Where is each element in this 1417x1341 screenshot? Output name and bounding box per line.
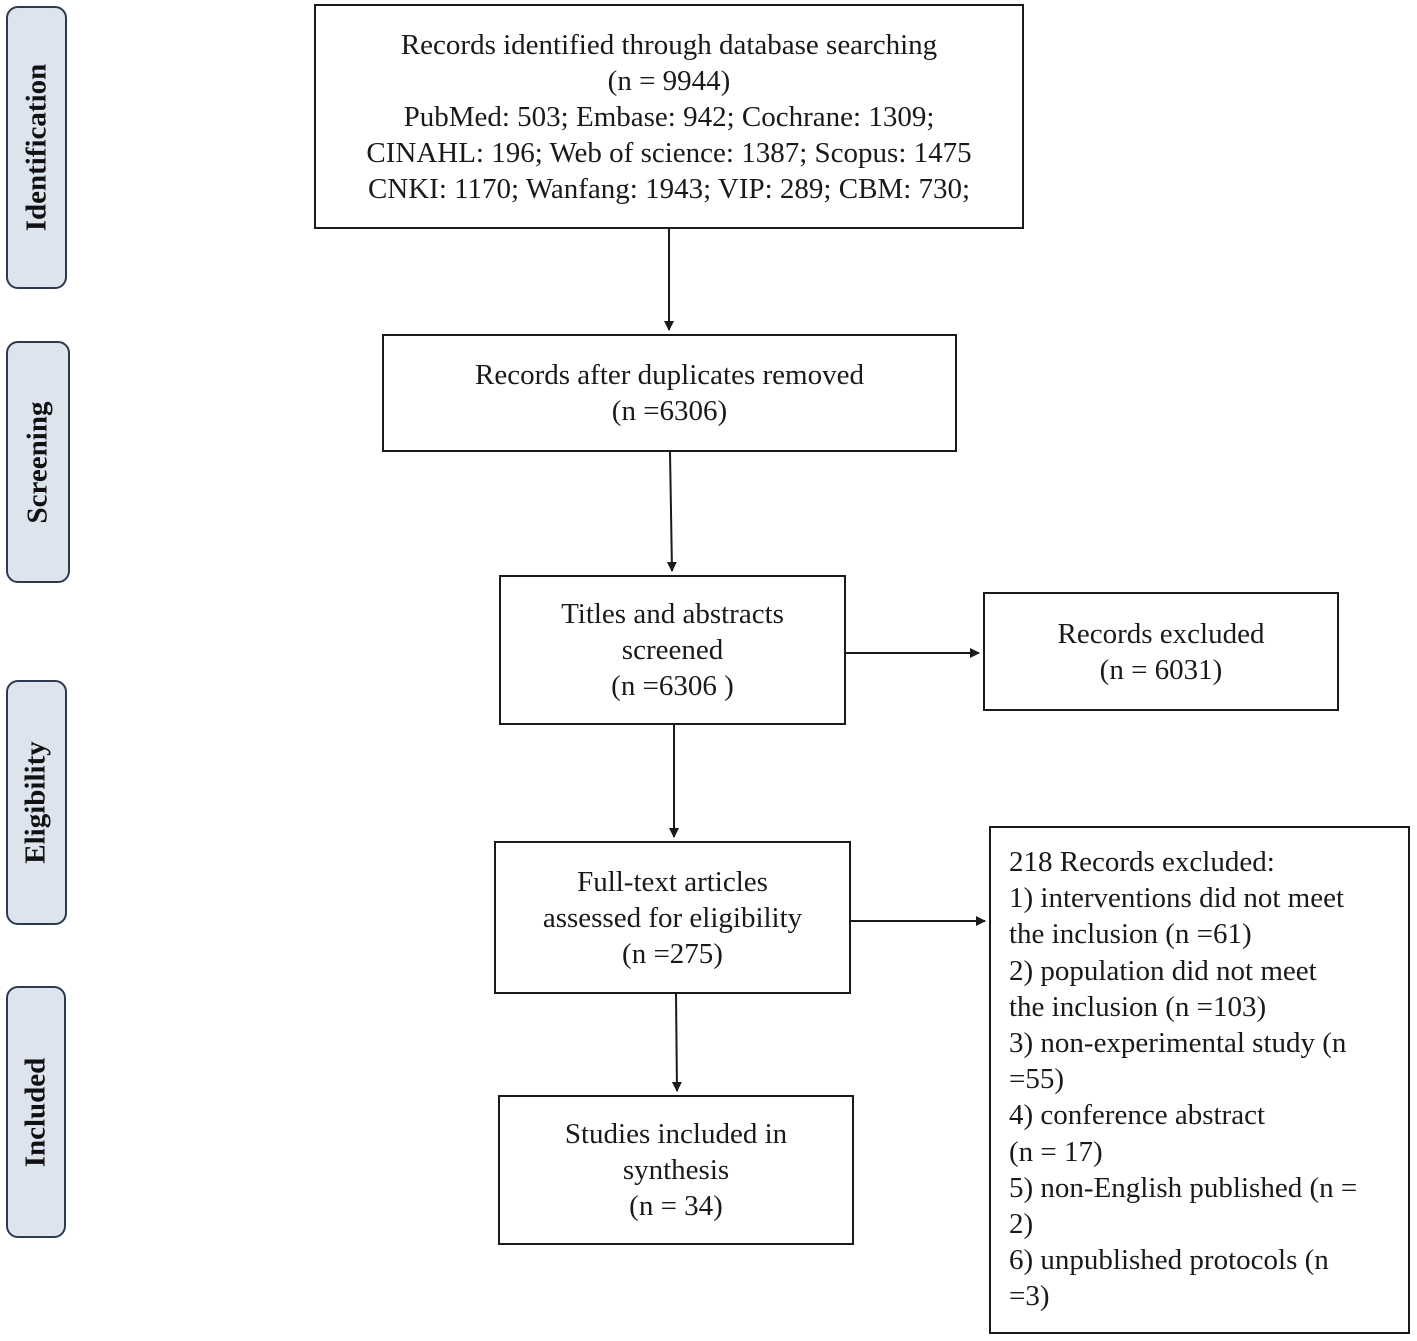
fulltext-excluded-line-5: the inclusion (n =103) (1009, 990, 1267, 1023)
included-studies-line-3: (n = 34) (629, 1190, 723, 1222)
fulltext-excluded-line-12: 6) unpublished protocols (n (1009, 1244, 1329, 1277)
fulltext-excluded-line-7: =55) (1009, 1063, 1065, 1096)
fulltext-excluded-line-8: 4) conference abstract (1009, 1099, 1266, 1132)
full-text-line-2: assessed for eligibility (542, 901, 803, 934)
phase-screening: Screening (6, 341, 70, 583)
fulltext-excluded-line-9: (n = 17) (1009, 1135, 1103, 1168)
included-studies-line-2: synthesis (622, 1154, 730, 1186)
identified-line-4: CINAHL: 196; Web of science: 1387; Scopu… (366, 136, 972, 169)
full-text-box: Full-text articles assessed for eligibil… (494, 841, 851, 994)
titles-screened-line-3: (n =6306 ) (611, 670, 734, 702)
identified-records-box: Records identified through database sear… (314, 4, 1024, 229)
included-studies-box: Studies included in synthesis (n = 34) (498, 1095, 854, 1245)
fulltext-excluded-line-10: 5) non-English published (n = (1009, 1171, 1358, 1204)
phase-eligibility: Eligibility (6, 680, 67, 925)
fulltext-excluded-line-13: =3) (1009, 1280, 1050, 1313)
titles-screened-line-2: screened (621, 634, 724, 666)
full-text-line-1: Full-text articles (577, 865, 768, 898)
phase-included: Included (6, 986, 66, 1238)
identified-line-3: PubMed: 503; Embase: 942; Cochrane: 1309… (403, 100, 935, 133)
identified-line-1: Records identified through database sear… (400, 28, 938, 61)
fulltext-excluded-line-6: 3) non-experimental study (n (1009, 1027, 1347, 1060)
records-excluded-line-1: Records excluded (1057, 617, 1265, 650)
arrow-duplicates-to-screened (666, 451, 677, 572)
identified-line-5: CNKI: 1170; Wanfang: 1943; VIP: 289; CBM… (367, 172, 971, 205)
fulltext-excluded-line-4: 2) population did not meet (1009, 954, 1317, 987)
fulltext-excluded-box: 218 Records excluded: 1) interventions d… (989, 826, 1410, 1334)
identified-line-2: (n = 9944) (607, 64, 731, 97)
records-excluded-line-2: (n = 6031) (1099, 653, 1223, 686)
fulltext-excluded-line-1: 218 Records excluded: (1009, 846, 1275, 878)
records-excluded-box: Records excluded (n = 6031) (983, 592, 1339, 711)
after-duplicates-line-2: (n =6306) (611, 395, 728, 427)
included-studies-line-1: Studies included in (564, 1118, 788, 1150)
arrow-fulltext-to-included (671, 993, 682, 1092)
phase-identification: Identification (6, 6, 67, 289)
after-duplicates-line-1: Records after duplicates removed (475, 359, 864, 391)
full-text-line-3: (n =275) (622, 937, 723, 970)
titles-screened-line-1: Titles and abstracts (561, 598, 784, 630)
fulltext-excluded-line-2: 1) interventions did not meet (1009, 882, 1345, 915)
after-duplicates-box: Records after duplicates removed (n =630… (382, 334, 957, 452)
titles-screened-box: Titles and abstracts screened (n =6306 ) (499, 575, 846, 725)
fulltext-excluded-line-3: the inclusion (n =61) (1009, 918, 1252, 951)
fulltext-excluded-line-11: 2) (1009, 1208, 1034, 1241)
